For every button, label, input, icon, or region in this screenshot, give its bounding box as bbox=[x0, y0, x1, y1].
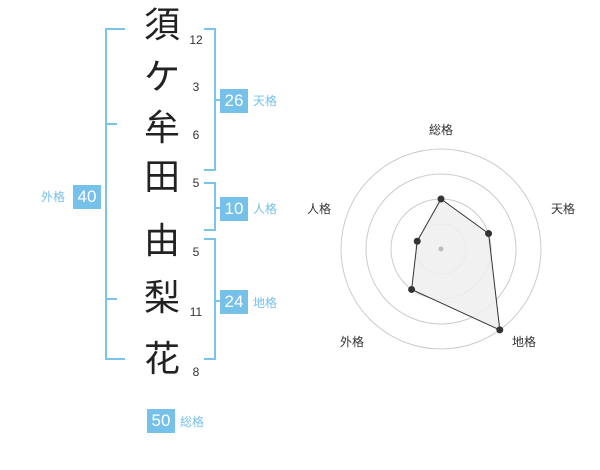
jinkaku-label: 人格 bbox=[253, 202, 278, 216]
tenkaku-label: 天格 bbox=[253, 94, 278, 108]
tenkaku-bracket-arm bbox=[214, 99, 220, 101]
gaikaku-bracket-tick-1 bbox=[105, 123, 117, 125]
radar-center-dot bbox=[438, 246, 444, 252]
radar-point-4 bbox=[408, 285, 416, 293]
name-char-4: 田 bbox=[143, 157, 180, 198]
stroke-count-7: 8 bbox=[192, 365, 200, 379]
jinkaku-bracket bbox=[204, 182, 216, 231]
radar-ring-4 bbox=[340, 148, 542, 350]
radar-ring-3 bbox=[365, 173, 517, 325]
name-char-3: 牟 bbox=[143, 108, 180, 149]
radar-point-5 bbox=[413, 237, 421, 245]
name-char-6: 梨 bbox=[143, 278, 180, 319]
radar-axis-label-tenkaku: 天格 bbox=[551, 201, 575, 216]
radar-points bbox=[408, 195, 504, 334]
radar-point-1 bbox=[437, 195, 445, 203]
gaikaku-label: 外格 bbox=[41, 190, 66, 204]
jinkaku-score-badge: 10 bbox=[220, 197, 248, 221]
name-char-5: 由 bbox=[143, 221, 180, 262]
radar-axis-label-gaikaku: 外格 bbox=[340, 334, 364, 349]
gaikaku-bracket-tick-2 bbox=[105, 298, 117, 300]
stroke-count-6: 11 bbox=[189, 305, 203, 319]
stroke-count-3: 6 bbox=[192, 128, 200, 142]
radar-point-3 bbox=[496, 326, 504, 334]
name-char-7: 花 bbox=[143, 339, 180, 380]
radar-axis-label-soukaku: 総格 bbox=[429, 122, 453, 137]
soukaku-label: 総格 bbox=[180, 415, 205, 429]
stroke-count-2: 3 bbox=[192, 80, 200, 94]
jinkaku-bracket-arm bbox=[214, 207, 220, 209]
chikaku-label: 地格 bbox=[253, 296, 278, 310]
radar-point-2 bbox=[485, 230, 493, 238]
radar-area bbox=[411, 198, 501, 331]
radar-axis-label-jinkaku: 人格 bbox=[307, 201, 331, 216]
soukaku-score-badge: 50 bbox=[147, 409, 175, 433]
tenkaku-score-badge: 26 bbox=[220, 89, 248, 113]
stroke-count-1: 12 bbox=[189, 33, 203, 47]
chikaku-bracket bbox=[204, 238, 216, 360]
stroke-count-4: 5 bbox=[192, 176, 200, 190]
chikaku-bracket-arm bbox=[214, 300, 220, 302]
radar-axis-label-chikaku: 地格 bbox=[512, 334, 536, 349]
gaikaku-bracket bbox=[105, 28, 125, 360]
chikaku-score-badge: 24 bbox=[220, 290, 248, 314]
stroke-count-5: 5 bbox=[192, 245, 200, 259]
name-char-1: 須 bbox=[143, 5, 180, 46]
name-char-2: ケ bbox=[143, 57, 180, 98]
gaikaku-score-badge: 40 bbox=[73, 185, 101, 209]
